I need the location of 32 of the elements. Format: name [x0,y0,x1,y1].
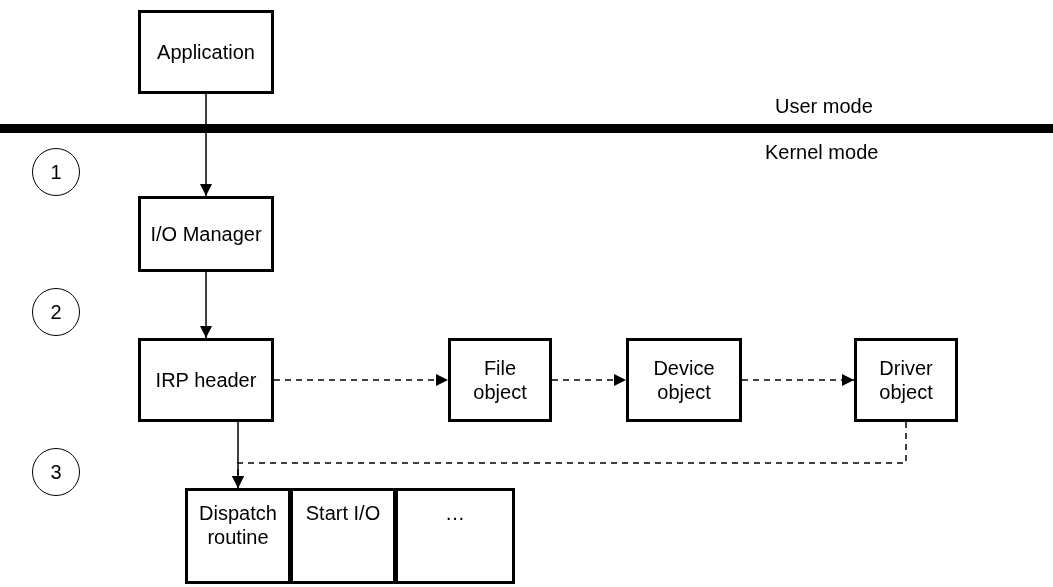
process-box [626,338,742,422]
step-number-circle [32,448,80,496]
process-box [138,196,274,272]
box-text: 2 [50,300,62,324]
box-text: Dispatch routine [198,501,278,549]
process-box [290,488,396,584]
step-number-circle [32,288,80,336]
process-box [138,338,274,422]
process-box [185,488,291,584]
process-box [448,338,552,422]
arrow [273,374,449,386]
box-text: … [445,501,465,525]
box-text: Application [157,40,255,64]
process-box [138,10,274,94]
box-text: I/O Manager [150,222,262,246]
arrow [200,271,212,339]
box-text: File object [472,356,528,404]
process-box [854,338,958,422]
step-number-circle [32,148,80,196]
mode-label: Kernel mode [765,141,879,164]
mode-label: User mode [775,95,873,118]
arrow [741,374,855,386]
process-box [395,488,515,584]
box-text: Driver object [878,356,934,404]
box-text: IRP header [155,368,257,392]
arrow [551,374,627,386]
box-text: 3 [50,460,62,484]
box-text: 1 [50,160,62,184]
arrow [200,93,212,197]
box-text: Start I/O [305,501,381,525]
box-text: Device object [652,356,716,404]
arrow [232,421,244,489]
